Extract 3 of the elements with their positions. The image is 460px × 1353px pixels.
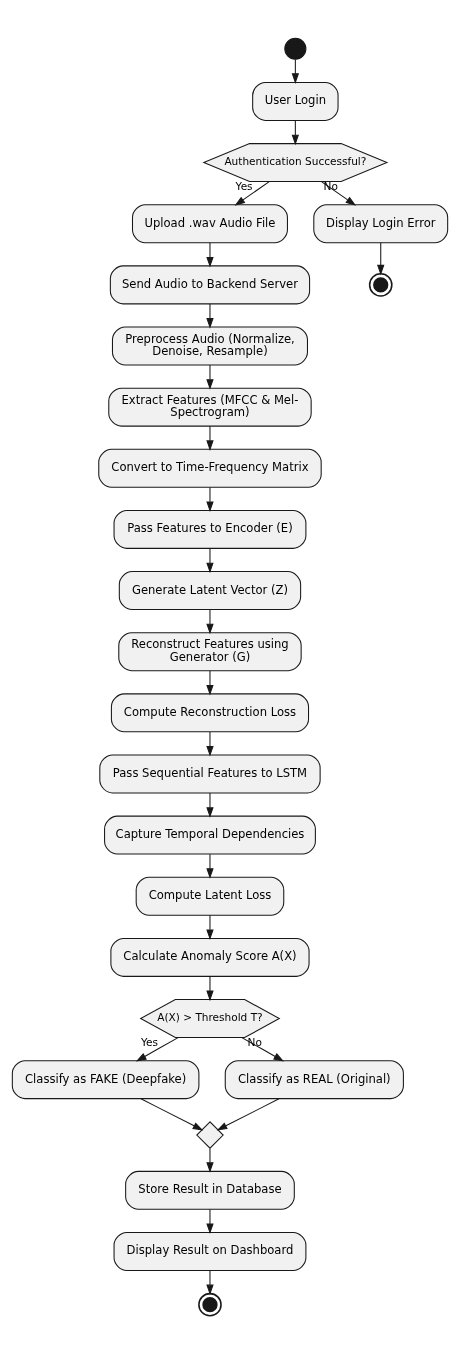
edge-label: Yes [140, 1035, 158, 1048]
edge-label: Yes [235, 179, 253, 192]
edge-label: No [247, 1035, 262, 1048]
